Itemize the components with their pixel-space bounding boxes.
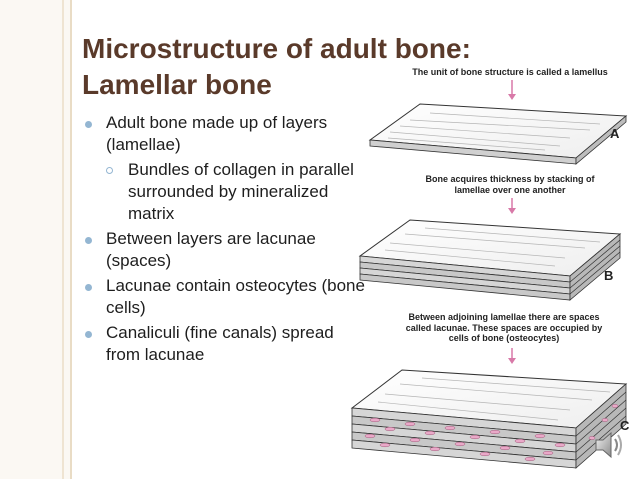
caption-c-line-3: cells of bone (osteocytes) <box>448 333 560 343</box>
left-decorative-band <box>0 0 72 479</box>
panel-b-stacked-lamellae <box>358 219 622 301</box>
sub-bullet-item: Bundles of collagen in parallel surround… <box>80 159 370 225</box>
bullet-item: Adult bone made up of layers (lamellae) <box>80 112 370 156</box>
caption-a: The unit of bone structure is called a l… <box>412 67 608 77</box>
panel-c-lamellae-with-lacunae <box>350 369 628 469</box>
bullet-dot-icon <box>85 284 92 291</box>
bullet-dot-icon <box>85 331 92 338</box>
bullet-text: Lacunae contain osteocytes (bone cells) <box>106 276 365 317</box>
lacunae-icon <box>364 404 619 462</box>
speaker-icon[interactable] <box>592 428 626 462</box>
title-line-1: Microstructure of adult bone: <box>82 33 471 64</box>
caption-c-line-1: Between adjoining lamellae there are spa… <box>408 312 600 322</box>
caption-c: Between adjoining lamellae there are spa… <box>370 312 638 344</box>
bullet-item: Between layers are lacunae (spaces) <box>80 228 370 272</box>
bullet-item: Canaliculi (fine canals) spread from lac… <box>80 322 370 366</box>
lamellae-illustration <box>350 80 628 469</box>
arrow-c-icon <box>508 348 516 364</box>
panel-label-c: C <box>620 418 630 433</box>
lamellar-bone-figure: The unit of bone structure is called a l… <box>330 58 638 479</box>
sub-bullet-text: Bundles of collagen in parallel surround… <box>128 160 354 223</box>
panel-a-single-lamella <box>368 103 628 165</box>
bullet-item: Lacunae contain osteocytes (bone cells) <box>80 275 370 319</box>
bullet-dot-icon <box>85 121 92 128</box>
caption-b-line-1: Bone acquires thickness by stacking of <box>425 174 595 184</box>
caption-b-line-2: lamellae over one another <box>454 184 566 195</box>
arrow-a-icon <box>508 80 516 100</box>
bullet-text: Between layers are lacunae (spaces) <box>106 229 316 270</box>
caption-c-line-2: called lacunae. These spaces are occupie… <box>405 322 603 333</box>
bullet-text: Adult bone made up of layers (lamellae) <box>106 113 328 154</box>
bullet-dot-icon <box>85 237 92 244</box>
slide-title: Microstructure of adult bone: Lamellar b… <box>82 31 522 103</box>
panel-label-b: B <box>604 268 614 283</box>
sub-bullet-ring-icon <box>106 167 113 174</box>
bullet-text: Canaliculi (fine canals) spread from lac… <box>106 323 334 364</box>
bullet-list: Adult bone made up of layers (lamellae) … <box>80 112 370 369</box>
title-line-2: Lamellar bone <box>82 69 272 100</box>
arrow-b-icon <box>508 198 516 214</box>
panel-label-a: A <box>610 126 620 141</box>
caption-b: Bone acquires thickness by stacking of l… <box>390 174 630 195</box>
